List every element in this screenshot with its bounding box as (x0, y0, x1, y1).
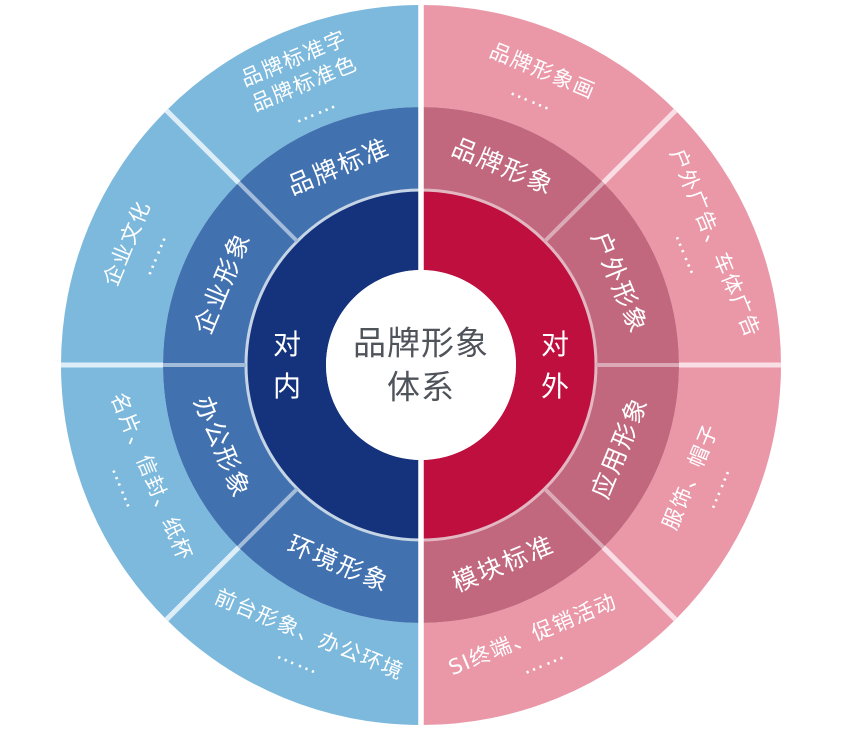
middle-divider-external-1 (543, 181, 605, 243)
middle-sector-internal-0 (238, 107, 421, 242)
middle-sector-internal-1 (163, 182, 298, 365)
middle-sector-external-0 (421, 107, 604, 242)
outer-sector-external-1 (603, 110, 781, 365)
outer-sector-internal-2 (61, 365, 239, 620)
middle-divider-internal-1 (237, 181, 299, 243)
center-circle (326, 270, 516, 460)
inner-half-label-internal: 对内 (273, 328, 301, 403)
outer-sector-internal-1 (61, 110, 239, 365)
outer-sector-internal-0 (166, 5, 421, 183)
center-title: 品牌形象体系 (353, 324, 489, 407)
inner-half-internal (246, 190, 421, 540)
inner-half-label-external: 对外 (541, 328, 569, 403)
inner-half-external (421, 190, 596, 540)
outer-sector-external-2 (603, 365, 781, 620)
outer-divider-internal-3 (164, 545, 241, 622)
middle-divider-external-3 (543, 487, 605, 549)
outer-divider-internal-1 (164, 108, 241, 185)
outer-sector-internal-3 (166, 547, 421, 725)
outer-sector-external-0 (421, 5, 676, 183)
middle-sector-external-2 (544, 365, 679, 548)
middle-sector-internal-3 (238, 488, 421, 623)
outer-divider-external-3 (601, 545, 678, 622)
middle-sector-internal-2 (163, 365, 298, 548)
outer-divider-external-1 (601, 108, 678, 185)
middle-sector-external-3 (421, 488, 604, 623)
middle-sector-external-1 (544, 182, 679, 365)
middle-divider-internal-3 (237, 487, 299, 549)
outer-sector-external-3 (421, 547, 676, 725)
